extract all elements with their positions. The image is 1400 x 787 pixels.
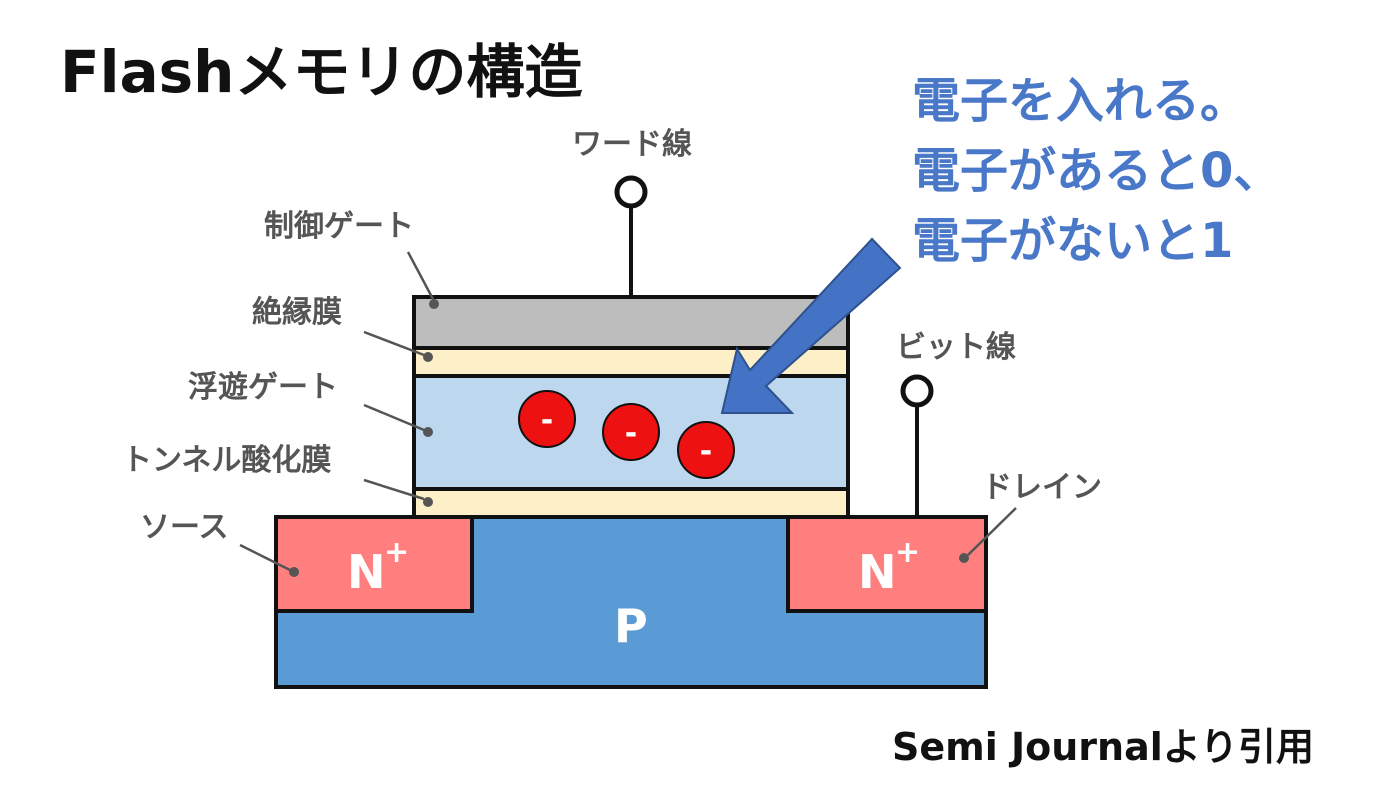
drain-n-region	[786, 515, 988, 613]
word-line-label: ワード線	[572, 127, 692, 162]
floating-gate-leader	[363, 403, 425, 432]
drain-label: ドレイン	[982, 470, 1102, 505]
page-title: Flashメモリの構造	[60, 38, 582, 106]
bit-line-terminal	[900, 374, 934, 408]
source-n-region	[274, 515, 474, 613]
injection-arrow-icon	[720, 237, 902, 414]
electron-1: -	[518, 390, 576, 448]
source-region-sup: +	[384, 535, 409, 570]
note-line-2: 電子があると0、	[912, 143, 1281, 199]
word-line-terminal	[614, 175, 648, 209]
control-gate-layer	[412, 295, 850, 350]
source-credit: Semi Journalより引用	[892, 725, 1314, 769]
drain-region-label: N	[858, 545, 897, 599]
electron-2-sign: -	[625, 416, 637, 451]
electron-1-sign: -	[541, 403, 553, 438]
floating-gate-label: 浮遊ゲート	[188, 370, 338, 405]
control-gate-label: 制御ゲート	[264, 209, 414, 244]
electron-3: -	[677, 421, 735, 479]
drain-dot	[959, 553, 969, 563]
tunnel-oxide-dot	[423, 497, 433, 507]
insulating-film-dot	[423, 352, 433, 362]
control-gate-dot	[429, 299, 439, 309]
source-dot	[289, 567, 299, 577]
source-leader	[239, 543, 291, 572]
insulating-film-label: 絶縁膜	[252, 295, 342, 330]
drain-region-sup: +	[895, 535, 920, 570]
floating-gate-dot	[423, 427, 433, 437]
insulating-film-leader	[363, 330, 425, 357]
note-line-3: 電子がないと1	[912, 213, 1233, 269]
note-line-1: 電子を入れる。	[912, 73, 1248, 129]
bit-line-label: ビット線	[896, 330, 1016, 365]
source-region-label: N	[347, 545, 386, 599]
control-gate-leader	[406, 251, 436, 302]
tunnel-oxide-layer	[412, 487, 850, 519]
source-label: ソース	[140, 510, 229, 545]
electron-2: -	[602, 403, 660, 461]
tunnel-oxide-label: トンネル酸化膜	[122, 443, 331, 478]
tunnel-oxide-leader	[363, 478, 425, 501]
drain-leader	[967, 507, 1017, 556]
electron-3-sign: -	[700, 434, 712, 469]
substrate-label: P	[614, 599, 648, 653]
